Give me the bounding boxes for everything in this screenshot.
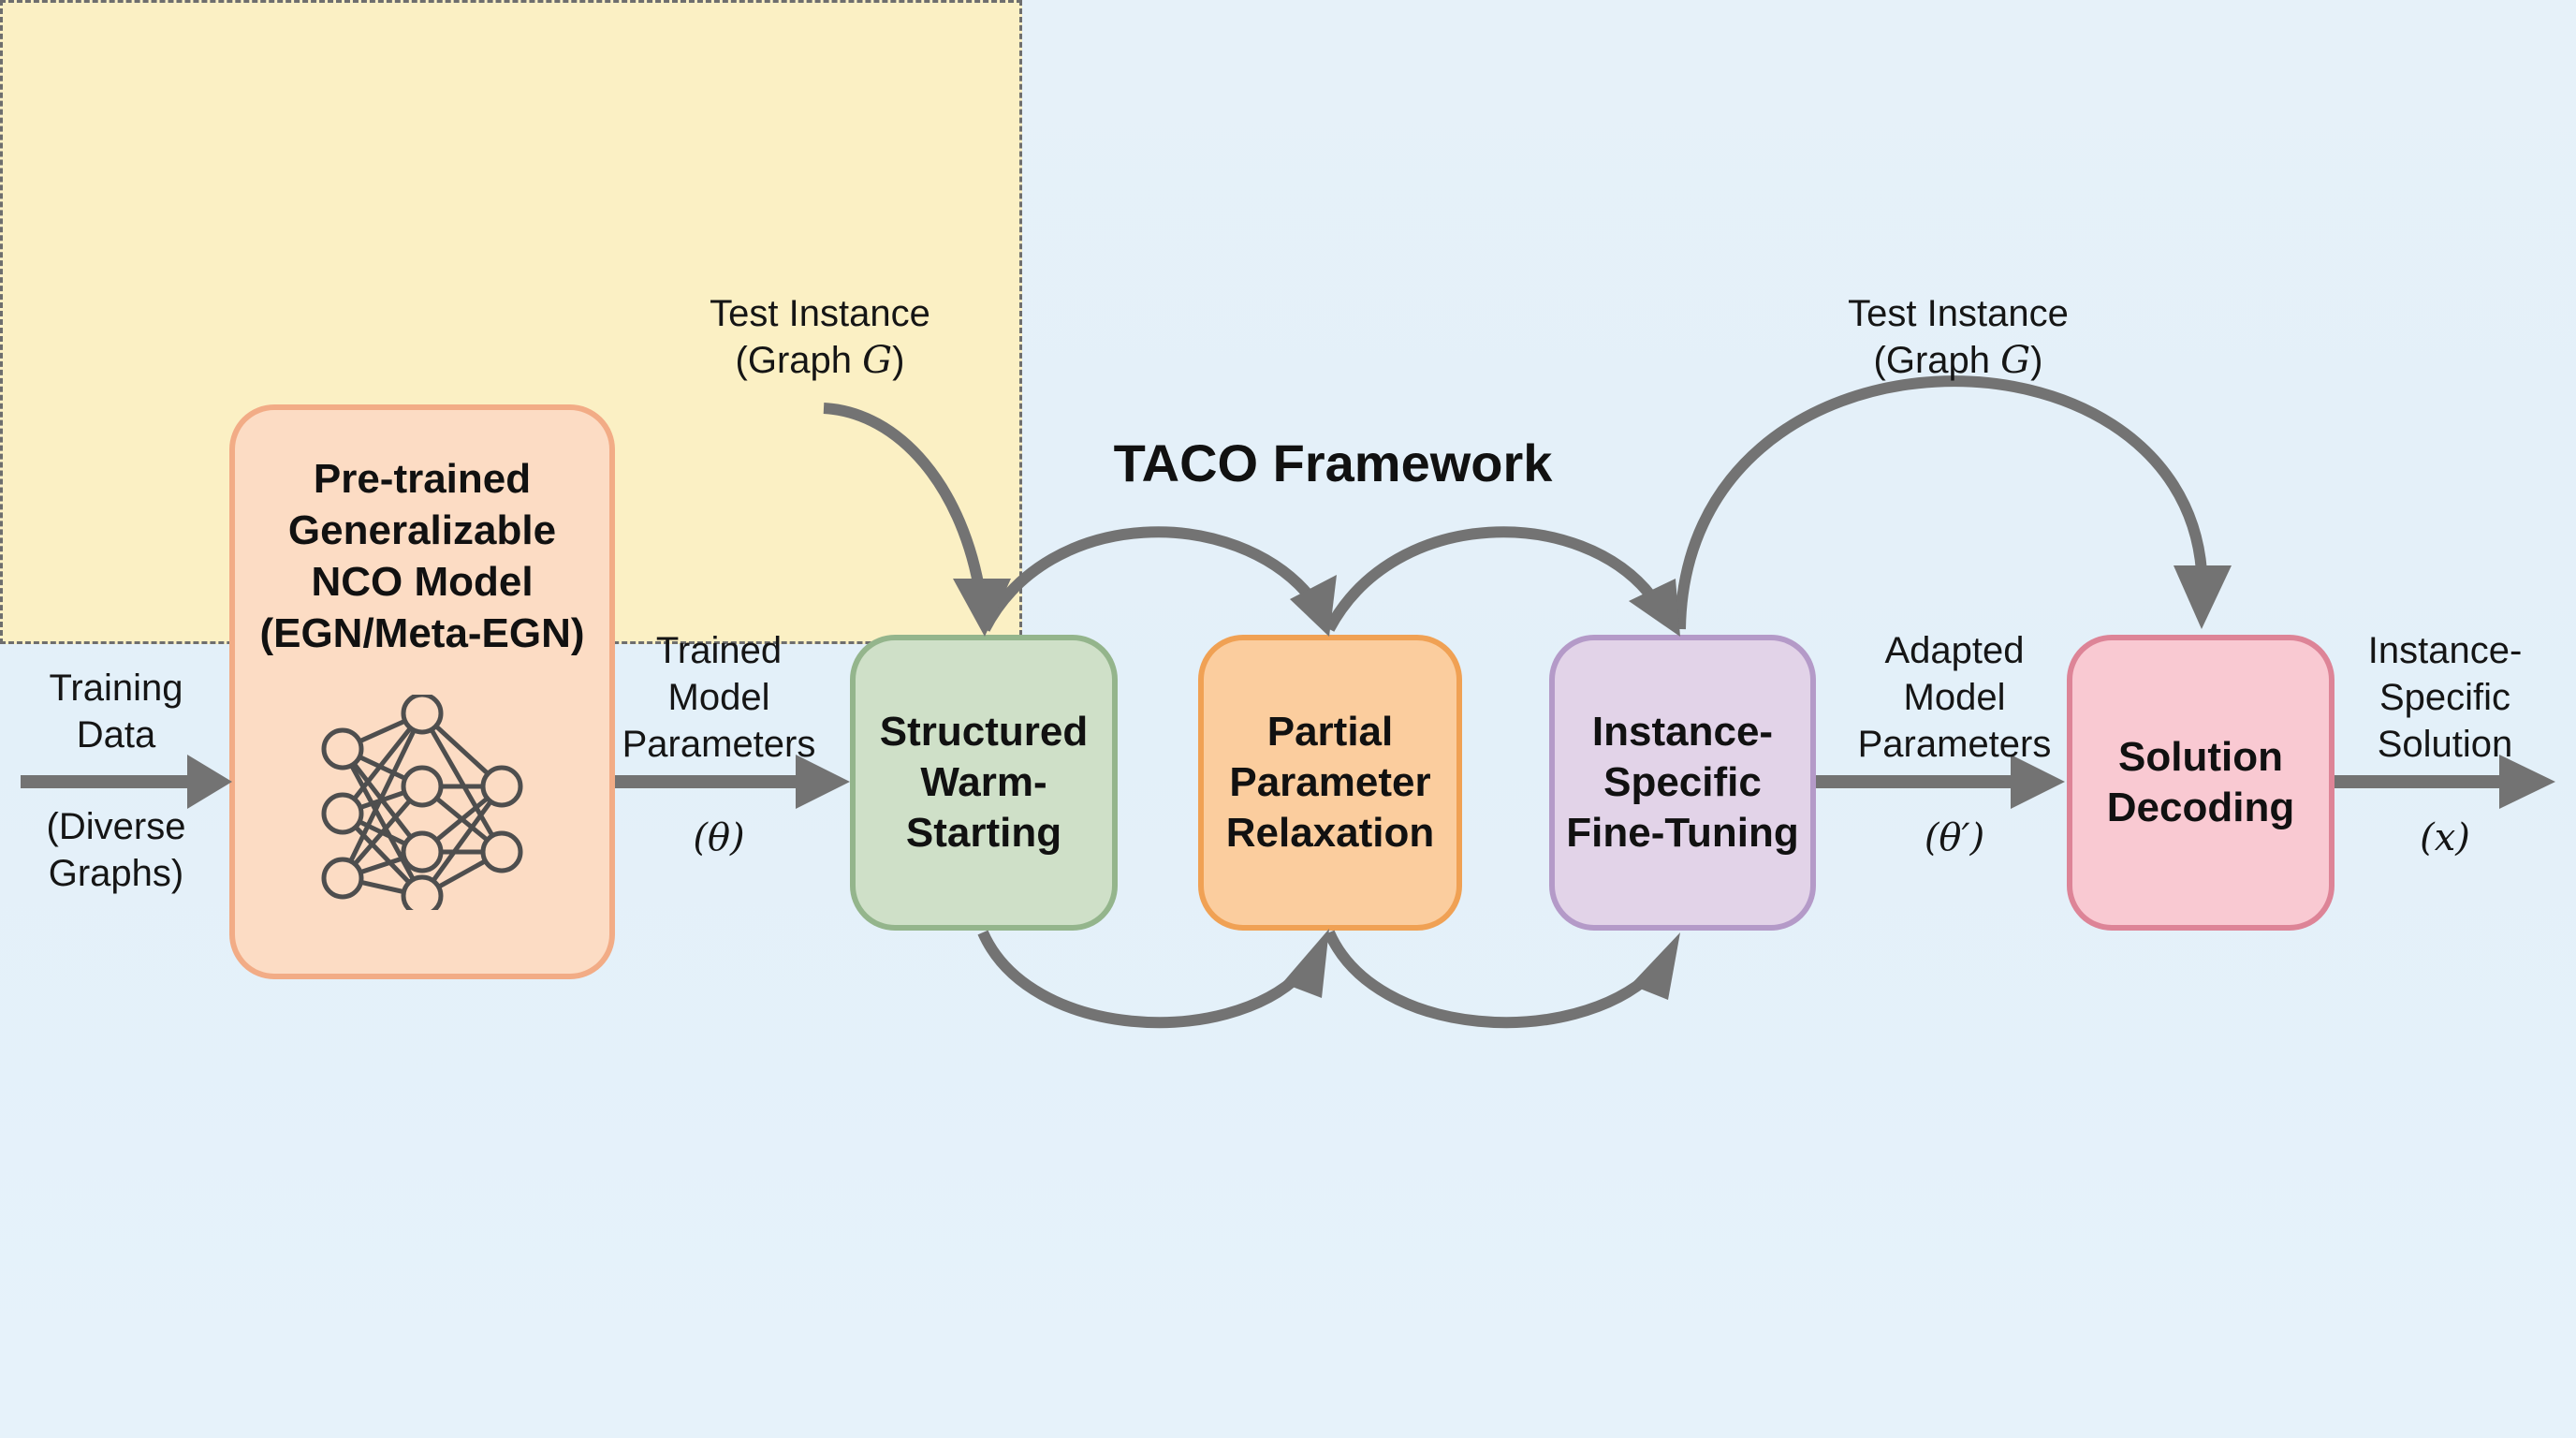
arrowhead (1282, 929, 1329, 998)
test-instance-right-label: Test Instance (Graph G) (1848, 290, 2069, 384)
arrow-relax-to-fine-bottom (1324, 930, 1657, 1029)
arrowhead (2174, 565, 2232, 629)
diverse-graphs-label: (Diverse Graphs) (46, 806, 186, 894)
trained-params-text: Trained Model Parameters (622, 630, 816, 765)
theta-symbol: (θ) (693, 816, 745, 859)
arrowhead (1290, 575, 1337, 637)
step-structured-warm-starting[interactable]: Structured Warm- Starting (850, 635, 1118, 931)
arrow-test-instance-to-decoding (1675, 375, 2207, 630)
arrowhead (1629, 579, 1680, 637)
step-partial-parameter-relaxation[interactable]: Partial Parameter Relaxation (1198, 635, 1462, 931)
taco-framework-title: TACO Framework (1113, 433, 1553, 492)
test-instance-text: Test Instance (1848, 293, 2069, 334)
test-instance-text: Test Instance (710, 293, 930, 334)
arrow-adapted-params (1816, 755, 2065, 809)
theta-prime-symbol: (θ′) (1924, 816, 1985, 859)
pretrained-model-box[interactable]: Pre-trained Generalizable NCO Model (EGN… (229, 404, 615, 979)
adapted-params-label: Adapted Model Parameters (θ′) (1858, 580, 2052, 861)
arrow-warm-to-relax-top (979, 526, 1315, 632)
arrowhead (1631, 932, 1680, 1000)
graph-prefix: (Graph (1873, 340, 2001, 381)
pretrained-model-label: Pre-trained Generalizable NCO Model (EGN… (259, 456, 585, 656)
trained-params-label: Trained Model Parameters (θ) (622, 580, 816, 861)
graph-symbol: G (862, 339, 893, 382)
output-solution-text: Instance- Specific Solution (2367, 630, 2523, 765)
arrowhead (953, 579, 1011, 637)
adapted-params-text: Adapted Model Parameters (1857, 630, 2052, 765)
neural-network-icon (321, 692, 523, 917)
step-label: Structured Warm- Starting (879, 709, 1089, 856)
step-instance-specific-fine-tuning[interactable]: Instance- Specific Fine-Tuning (1549, 635, 1816, 931)
arrow-test-instance-to-warm-start (823, 403, 987, 600)
graph-prefix: (Graph (735, 340, 863, 381)
arrow-trained-params (615, 755, 850, 809)
output-solution-label: Instance- Specific Solution (x) (2368, 580, 2523, 861)
decoding-label: Solution Decoding (2106, 734, 2295, 830)
arrow-training-data (21, 755, 232, 809)
arrow-output-solution (2334, 755, 2555, 809)
graph-suffix: ) (2030, 340, 2043, 381)
arrow-warm-to-relax-bottom (977, 930, 1306, 1029)
arrow-relax-to-fine-top (1324, 526, 1657, 632)
graph-suffix: ) (892, 340, 905, 381)
solution-decoding-box[interactable]: Solution Decoding (2067, 635, 2334, 931)
training-data-label: Training Data (49, 668, 183, 756)
x-symbol: (x) (2420, 816, 2470, 859)
step-label: Instance- Specific Fine-Tuning (1566, 709, 1799, 856)
graph-symbol: G (2000, 339, 2031, 382)
step-label: Partial Parameter Relaxation (1225, 709, 1435, 856)
test-instance-left-label: Test Instance (Graph G) (710, 290, 930, 384)
